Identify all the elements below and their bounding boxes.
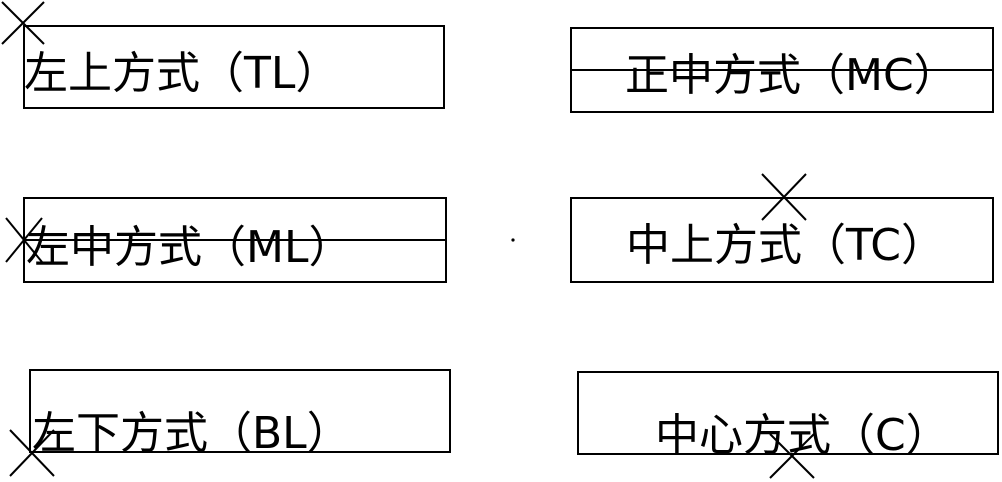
text-box-tl (23, 25, 445, 109)
example-mc: 正中方式（MC） (570, 27, 994, 113)
example-c: 中心方式（C） (577, 371, 999, 479)
label-c: 中心方式（C） (655, 410, 950, 461)
example-bl: 左下方式（BL） (9, 369, 451, 477)
label-mc: 正中方式（MC） (625, 50, 958, 101)
anchor-x-marker-tc (761, 173, 807, 221)
example-ml: 左中方式（ML） (5, 197, 447, 283)
label-bl: 左下方式（BL） (32, 408, 351, 459)
anchor-x-marker-tl (1, 1, 45, 45)
label-tl: 左上方式（TL） (24, 48, 339, 99)
example-tc: 中上方式（TC） (570, 173, 994, 283)
text-box-c (577, 371, 999, 455)
label-ml: 左中方式（ML） (26, 222, 352, 273)
text-box-bl (29, 369, 451, 453)
anchor-x-marker-ml (5, 217, 43, 263)
example-tl: 左上方式（TL） (1, 1, 445, 109)
stray-dot (511, 238, 515, 242)
label-tc: 中上方式（TC） (626, 220, 945, 271)
anchor-x-marker-bl (9, 429, 55, 477)
anchor-x-marker-c (769, 433, 815, 479)
